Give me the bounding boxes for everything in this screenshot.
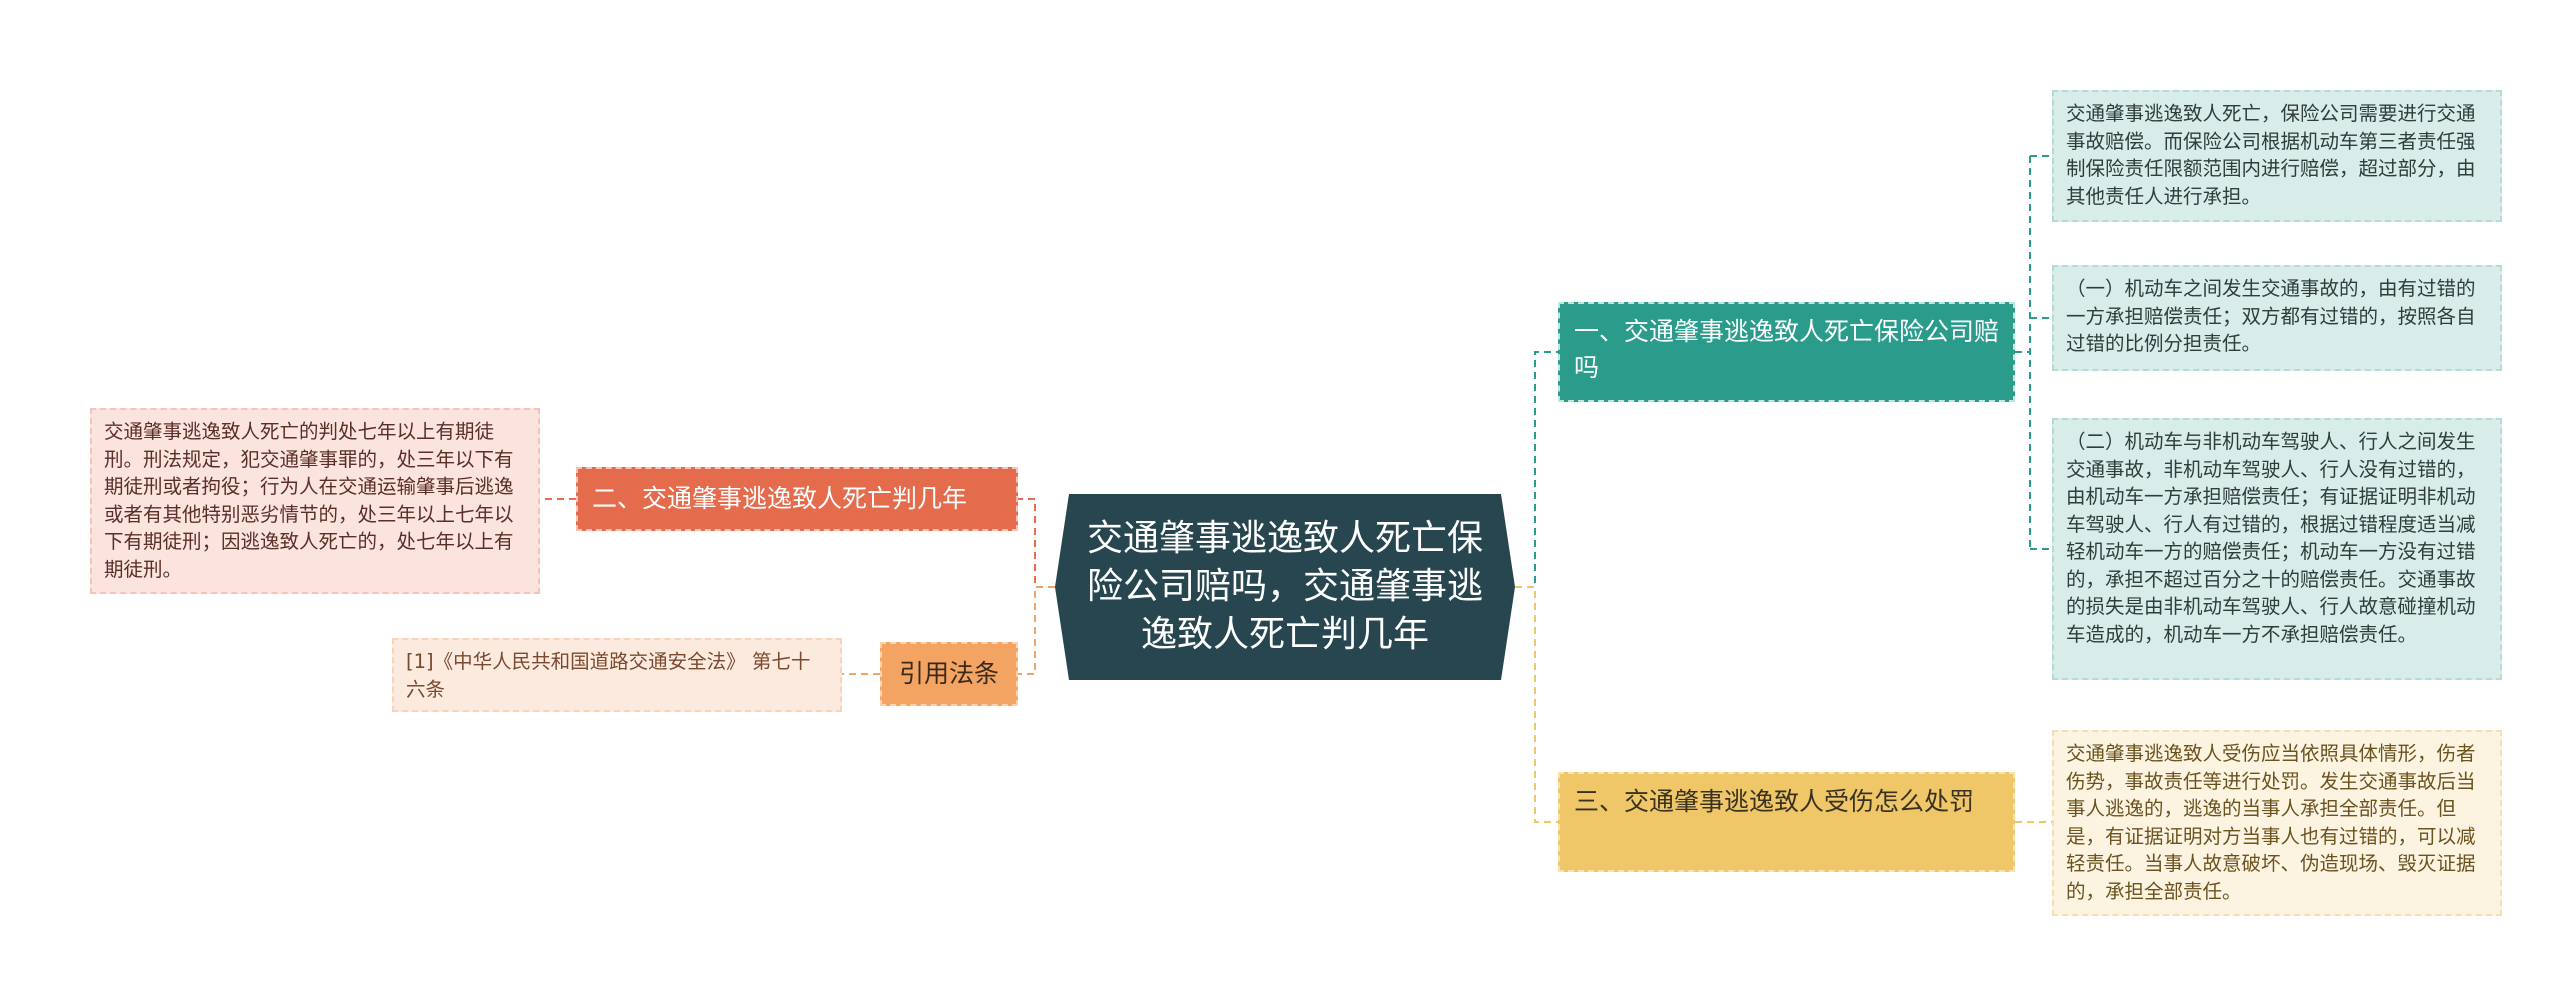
root-topic-label: 交通肇事逃逸致人死亡保险公司赔吗，交通肇事逃逸致人死亡判几年 [1086,518,1483,655]
leaf-law-citation[interactable]: [1]《中华人民共和国道路交通安全法》 第七十六条 [392,638,842,712]
branch-label: 三、交通肇事逃逸致人受伤怎么处罚 [1574,787,1975,816]
leaf-vehicle-pedestrian-rule[interactable]: （二）机动车与非机动车驾驶人、行人之间发生交通事故，非机动车驾驶人、行人没有过错… [2052,418,2502,680]
branch-injury-penalty[interactable]: 三、交通肇事逃逸致人受伤怎么处罚 [1558,772,2015,872]
branch-insurance-compensation[interactable]: 一、交通肇事逃逸致人死亡保险公司赔吗 [1558,302,2015,402]
link-root-b1 [1515,351,1558,588]
leaf-text: 交通肇事逃逸致人死亡的判处七年以上有期徒刑。刑法规定，犯交通肇事罪的，处三年以下… [104,420,514,581]
branch-cited-law[interactable]: 引用法条 [880,642,1018,706]
root-topic[interactable]: 交通肇事逃逸致人死亡保险公司赔吗，交通肇事逃逸致人死亡判几年 [1055,494,1515,680]
link-root-b4 [1515,586,1558,823]
leaf-text: 交通肇事逃逸致人死亡，保险公司需要进行交通事故赔偿。而保险公司根据机动车第三者责… [2066,102,2476,208]
leaf-sentence-note[interactable]: 交通肇事逃逸致人死亡的判处七年以上有期徒刑。刑法规定，犯交通肇事罪的，处三年以下… [90,408,540,594]
leaf-vehicle-vehicle-rule[interactable]: （一）机动车之间发生交通事故的，由有过错的一方承担赔偿责任；双方都有过错的，按照… [2052,265,2502,371]
branch-label: 引用法条 [898,659,999,688]
link-root-b2 [1018,498,1055,588]
leaf-text: [1]《中华人民共和国道路交通安全法》 第七十六条 [406,650,811,701]
branch-label: 一、交通肇事逃逸致人死亡保险公司赔吗 [1574,317,2000,382]
leaf-text: （一）机动车之间发生交通事故的，由有过错的一方承担赔偿责任；双方都有过错的，按照… [2066,277,2476,355]
branch-death-sentence[interactable]: 二、交通肇事逃逸致人死亡判几年 [576,467,1018,531]
link-b1-leaves [2015,155,2052,550]
leaf-text: （二）机动车与非机动车驾驶人、行人之间发生交通事故，非机动车驾驶人、行人没有过错… [2066,430,2476,646]
branch-label: 二、交通肇事逃逸致人死亡判几年 [592,484,968,513]
link-root-b3 [1018,586,1055,675]
leaf-text: 交通肇事逃逸致人受伤应当依照具体情形，伤者伤势，事故责任等进行处罚。发生交通事故… [2066,742,2476,903]
leaf-insurance-note[interactable]: 交通肇事逃逸致人死亡，保险公司需要进行交通事故赔偿。而保险公司根据机动车第三者责… [2052,90,2502,222]
leaf-injury-penalty-note[interactable]: 交通肇事逃逸致人受伤应当依照具体情形，伤者伤势，事故责任等进行处罚。发生交通事故… [2052,730,2502,916]
